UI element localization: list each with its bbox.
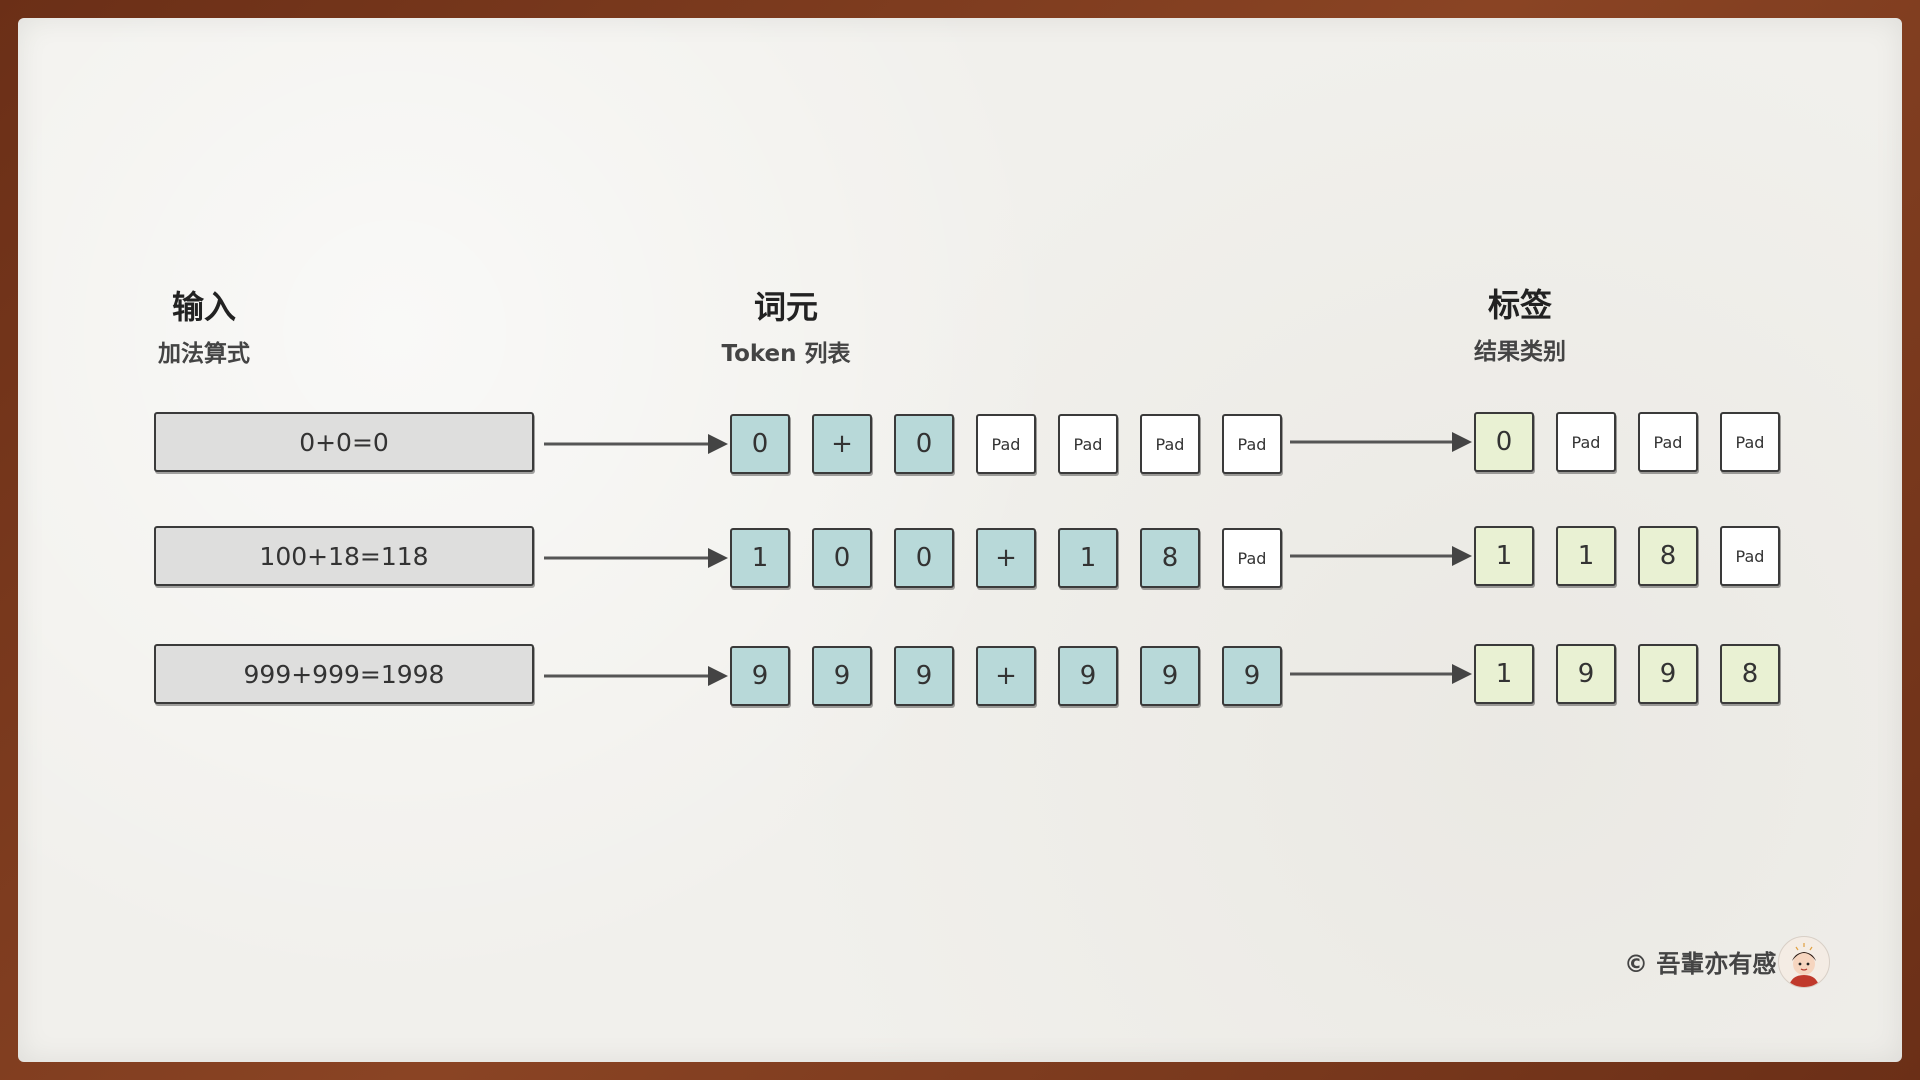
token-cell: 1 bbox=[730, 528, 790, 588]
label-cell: 8 bbox=[1720, 644, 1780, 704]
token-to-label-arrow bbox=[1290, 664, 1472, 684]
token-cell: 9 bbox=[894, 646, 954, 706]
tokens-heading: 词元 bbox=[753, 288, 818, 326]
token-cell: 0 bbox=[812, 528, 872, 588]
token-to-label-arrow bbox=[1290, 546, 1472, 566]
token-cell: 0 bbox=[730, 414, 790, 474]
input-to-token-arrow bbox=[544, 666, 728, 686]
pad-token: Pad bbox=[1222, 414, 1282, 474]
label-cell: 1 bbox=[1474, 644, 1534, 704]
pad-token: Pad bbox=[1222, 528, 1282, 588]
label-cell: 1 bbox=[1556, 526, 1616, 586]
input-expression-box: 100+18=118 bbox=[154, 526, 534, 586]
input-expression-box: 999+999=1998 bbox=[154, 644, 534, 704]
token-cell: 8 bbox=[1140, 528, 1200, 588]
labels-subheading: 结果类别 bbox=[1474, 339, 1566, 365]
pad-token: Pad bbox=[1058, 414, 1118, 474]
input-to-token-arrow bbox=[544, 434, 728, 454]
pad-token: Pad bbox=[1140, 414, 1200, 474]
pad-label: Pad bbox=[1638, 412, 1698, 472]
token-cell: + bbox=[812, 414, 872, 474]
label-cell: 0 bbox=[1474, 412, 1534, 472]
input-subheading: 加法算式 bbox=[158, 341, 250, 367]
token-cell: + bbox=[976, 646, 1036, 706]
label-cell: 9 bbox=[1556, 644, 1616, 704]
token-cell: 9 bbox=[1222, 646, 1282, 706]
token-cell: 0 bbox=[894, 414, 954, 474]
tokens-subheading: Token 列表 bbox=[721, 341, 851, 367]
token-cell: 9 bbox=[730, 646, 790, 706]
pad-token: Pad bbox=[976, 414, 1036, 474]
token-cell: 1 bbox=[1058, 528, 1118, 588]
pad-label: Pad bbox=[1720, 526, 1780, 586]
pad-label: Pad bbox=[1556, 412, 1616, 472]
label-cell: 1 bbox=[1474, 526, 1534, 586]
token-cell: + bbox=[976, 528, 1036, 588]
input-heading: 输入 bbox=[171, 288, 236, 326]
labels-heading: 标签 bbox=[1487, 286, 1552, 324]
token-to-label-arrow bbox=[1290, 432, 1472, 452]
token-cell: 9 bbox=[812, 646, 872, 706]
token-cell: 9 bbox=[1140, 646, 1200, 706]
token-cell: 0 bbox=[894, 528, 954, 588]
label-cell: 8 bbox=[1638, 526, 1698, 586]
input-to-token-arrow bbox=[544, 548, 728, 568]
input-expression-box: 0+0=0 bbox=[154, 412, 534, 472]
label-cell: 9 bbox=[1638, 644, 1698, 704]
author-avatar bbox=[1778, 936, 1830, 988]
token-cell: 9 bbox=[1058, 646, 1118, 706]
copyright-credit: © 吾輩亦有感 bbox=[1624, 950, 1777, 978]
pad-label: Pad bbox=[1720, 412, 1780, 472]
